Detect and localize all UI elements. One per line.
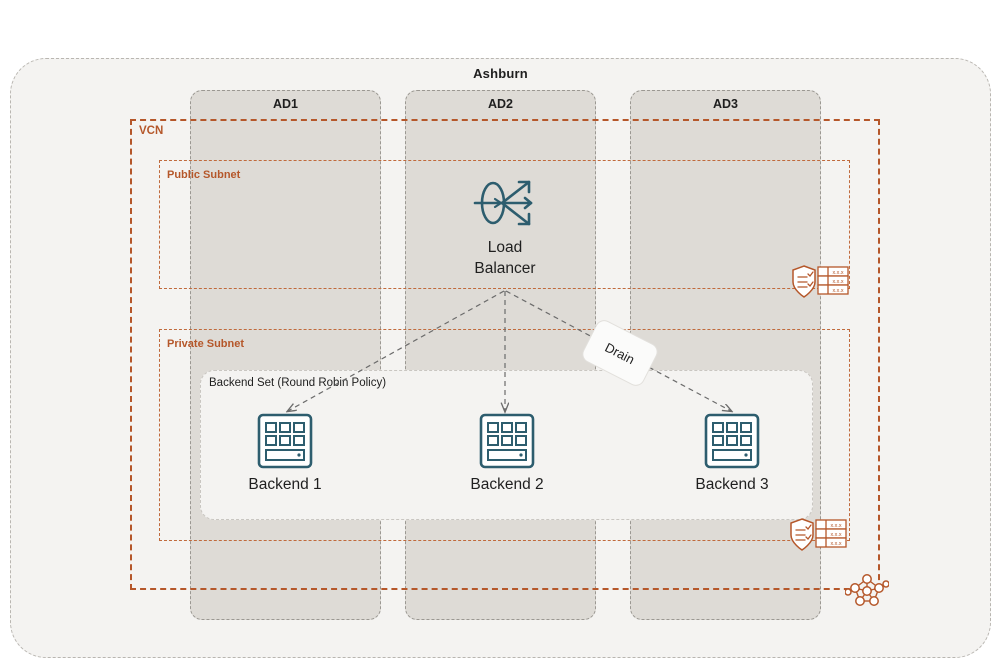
availability-domain-label-ad1: AD1	[272, 97, 298, 111]
network-mesh-icon	[845, 574, 889, 606]
load-balancer-label: Load Balancer	[440, 238, 570, 280]
backend-label-1: Backend 1	[248, 476, 322, 493]
server-icon	[479, 413, 535, 469]
availability-domain-label-ad2: AD2	[487, 97, 513, 111]
availability-domain-label-ad3: AD3	[712, 97, 738, 111]
route-row-3: x.x.x	[830, 541, 841, 547]
backend-node-3[interactable]: Backend 3	[667, 412, 797, 494]
vcn-boundary	[130, 119, 880, 590]
backend-node-1[interactable]: Backend 1	[220, 412, 350, 494]
route-row-3: x.x.x	[832, 288, 843, 294]
load-balancer-label-line1: Load	[487, 239, 523, 256]
route-row-2: x.x.x	[832, 279, 843, 285]
backend-set-label: Backend Set (Round Robin Policy)	[209, 377, 387, 389]
server-icon	[257, 413, 313, 469]
backend-label-2: Backend 2	[470, 476, 544, 493]
route-row-2: x.x.x	[830, 532, 841, 538]
route-table-icon	[815, 519, 847, 548]
backend-node-2[interactable]: Backend 2	[442, 412, 572, 494]
region-title: Ashburn	[473, 66, 528, 81]
security-artifact-top: x.x.x x.x.x x.x.x	[792, 265, 849, 298]
route-table-icon	[817, 266, 849, 295]
load-balancer-label-line2: Balancer	[474, 259, 536, 277]
backend-label-3: Backend 3	[695, 476, 769, 493]
security-artifact-bottom: x.x.x x.x.x x.x.x	[790, 518, 847, 551]
drain-label: Drain	[602, 339, 638, 367]
route-row-1: x.x.x	[830, 523, 841, 529]
server-icon	[704, 413, 760, 469]
load-balancer-icon	[473, 180, 533, 226]
public-subnet-boundary	[159, 160, 850, 289]
route-row-1: x.x.x	[832, 270, 843, 276]
public-subnet-label: Public Subnet	[167, 169, 241, 181]
load-balancer-node[interactable]: Load Balancer	[440, 172, 570, 280]
private-subnet-label: Private Subnet	[167, 338, 245, 350]
vcn-label: VCN	[139, 125, 164, 137]
